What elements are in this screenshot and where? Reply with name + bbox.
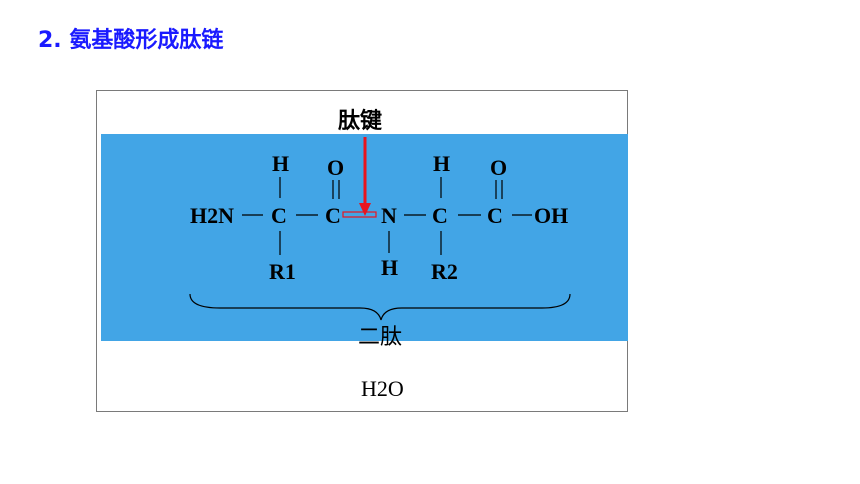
water-label: H2O [361, 376, 404, 401]
atom-h-top-2: H [433, 151, 450, 176]
atom-h-amide: H [381, 255, 398, 280]
atom-oh: OH [534, 203, 568, 228]
atom-o-top-2: O [490, 155, 507, 180]
atom-h2n: H2N [190, 203, 234, 228]
slide-title: 2. 氨基酸形成肽链 [38, 28, 224, 53]
atom-r1: R1 [269, 259, 296, 284]
dipeptide-brace [189, 293, 571, 321]
peptide-bond-highlight [342, 211, 377, 218]
atom-r2: R2 [431, 259, 458, 284]
atom-c-carbonyl-1: C [325, 203, 341, 228]
atom-c-alpha-2: C [432, 203, 448, 228]
peptide-bond-label: 肽键 [338, 108, 382, 134]
atom-c-carbonyl-2: C [487, 203, 503, 228]
atom-o-top-1: O [327, 155, 344, 180]
peptide-bond-arrow-head [359, 203, 371, 216]
dipeptide-label: 二肽 [358, 325, 402, 350]
dipeptide-label-patch [264, 341, 404, 345]
atom-h-top-1: H [272, 151, 289, 176]
atom-c-alpha-1: C [271, 203, 287, 228]
atom-n-amide: N [381, 203, 397, 228]
